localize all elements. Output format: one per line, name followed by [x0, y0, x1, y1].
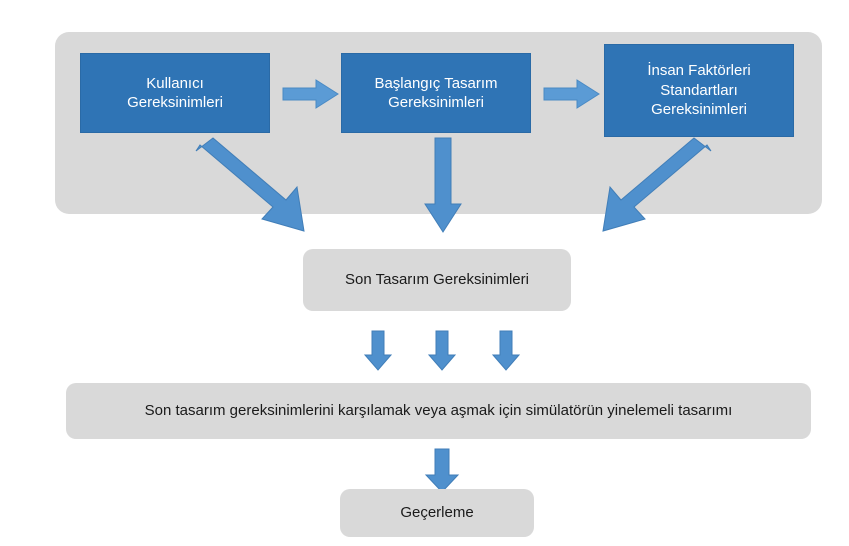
box-human-factors-line-2: Standartları — [660, 81, 738, 99]
box-iterative-design[interactable]: Son tasarım gereksinimlerini karşılamak … — [66, 383, 811, 439]
arrow-user-down-diagonal-icon — [195, 137, 305, 232]
box-user-requirements[interactable]: Kullanıcı Gereksinimleri — [80, 53, 270, 133]
arrow-final-down-right-icon — [491, 330, 521, 371]
box-validation[interactable]: Geçerleme — [340, 489, 534, 537]
box-final-design-requirements-label: Son Tasarım Gereksinimleri — [345, 270, 529, 288]
box-initial-design-requirements[interactable]: Başlangıç Tasarım Gereksinimleri — [341, 53, 531, 133]
box-validation-label: Geçerleme — [400, 503, 474, 521]
arrow-final-down-center-icon — [427, 330, 457, 371]
box-initial-design-requirements-label: Başlangıç Tasarım Gereksinimleri — [362, 74, 509, 113]
box-final-design-requirements[interactable]: Son Tasarım Gereksinimleri — [303, 249, 571, 311]
arrow-iterative-down-icon — [424, 448, 460, 493]
box-iterative-design-label: Son tasarım gereksinimlerini karşılamak … — [144, 401, 733, 419]
box-user-requirements-line-2: Gereksinimleri — [127, 94, 223, 111]
arrow-initial-to-standards-icon — [543, 79, 600, 109]
box-human-factors-standards[interactable]: İnsan Faktörleri Standartları Gereksinim… — [604, 44, 794, 137]
box-human-factors-line-1: İnsan Faktörleri — [647, 62, 751, 80]
arrow-user-to-initial-icon — [282, 79, 339, 109]
box-initial-design-line-1: Başlangıç Tasarım — [374, 74, 498, 92]
arrow-standards-down-diagonal-icon — [602, 137, 712, 232]
arrow-final-down-left-icon — [363, 330, 393, 371]
box-user-requirements-label: Kullanıcı Gereksinimleri — [115, 74, 235, 113]
box-user-requirements-line-1: Kullanıcı — [146, 74, 204, 92]
box-initial-design-line-2: Gereksinimleri — [388, 94, 484, 111]
box-human-factors-standards-label: İnsan Faktörleri Standartları Gereksinim… — [635, 61, 762, 120]
box-human-factors-line-3: Gereksinimleri — [651, 101, 747, 119]
arrow-initial-down-icon — [424, 137, 462, 233]
